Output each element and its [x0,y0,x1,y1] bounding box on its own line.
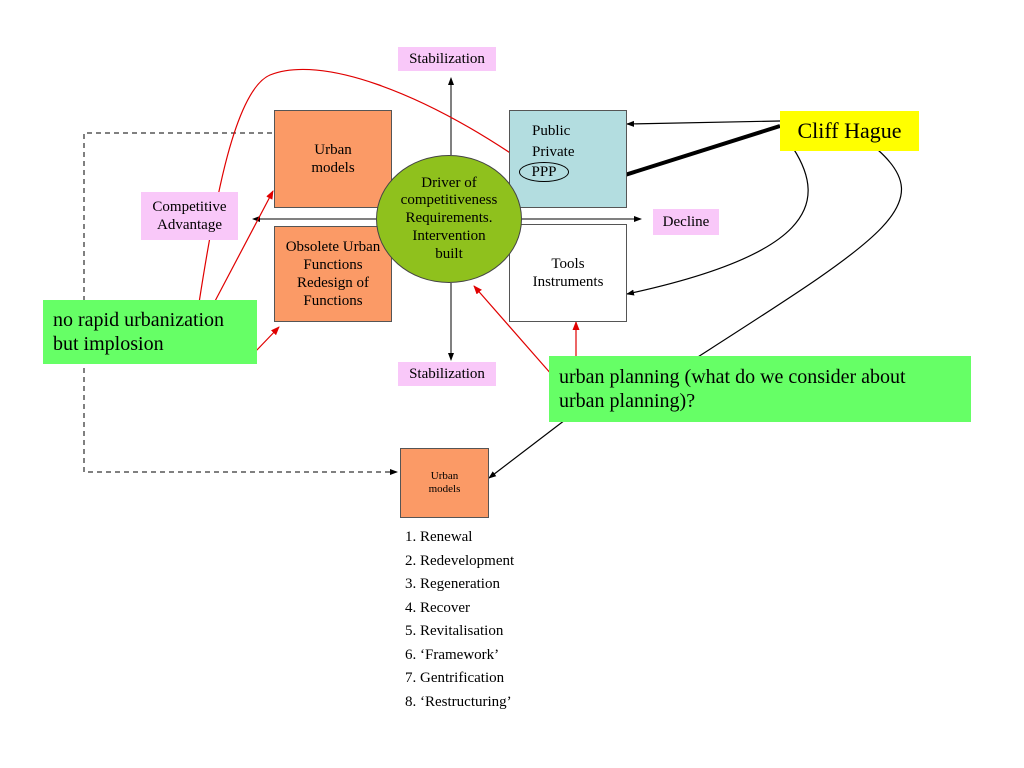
stabilization-top-label: Stabilization [398,47,496,71]
urban-planning-text: urban planning (what do we consider abou… [559,366,906,412]
ppp-ellipse: PPP [519,162,569,182]
list-item: 3. Regeneration [405,576,500,592]
urban-models-box: Urban models [274,110,392,208]
planning-to-bottom-box-arrow [488,419,566,479]
urban-models-small-text: Urban models [428,469,461,495]
decline-text: Decline [662,214,710,230]
list-item: 8. ‘Restructuring’ [405,693,512,710]
obsolete-functions-text: Obsolete Urban Functions Redesign of Fun… [285,239,381,309]
cliff-hague-callout: Cliff Hague [780,111,919,151]
urban-models-small-box: Urban models [400,448,489,518]
list-item: 4. Recover [405,599,470,616]
tools-instruments-text: Tools Instruments [532,256,604,290]
red-arrow-to-obsolete [254,326,280,353]
dashed-connector [83,132,398,475]
implosion-text: no rapid urbanization but implosion [53,309,225,355]
obsolete-functions-box: Obsolete Urban Functions Redesign of Fun… [274,226,392,322]
red-arrow-to-center [473,285,553,376]
private-text: Private [532,144,575,160]
cliff-to-planning-curve [689,149,903,363]
ppp-text: PPP [531,164,557,180]
stabilization-bottom-text: Stabilization [409,366,485,382]
decline-label: Decline [653,209,719,235]
models-list: 1. Renewal 2. Redevelopment 3. Regenerat… [405,526,514,714]
public-text: Public [532,123,571,139]
cliff-to-tools-arrow [626,147,809,296]
driver-circle: Driver of competitiveness Requirements. … [376,155,522,283]
urban-models-text: Urban models [311,142,355,176]
stabilization-top-text: Stabilization [409,51,485,67]
list-item: 1. Renewal [405,529,473,545]
red-arrow-to-urban-models [213,190,274,304]
competitive-advantage-text: Competitive Advantage [152,199,227,233]
tools-instruments-box: Tools Instruments [509,224,627,322]
list-item: 2. Redevelopment [405,552,515,569]
cliff-to-public-arrow [626,120,781,127]
urban-planning-callout: urban planning (what do we consider abou… [549,356,971,422]
list-item: 7. Gentrification [405,670,505,686]
implosion-callout: no rapid urbanization but implosion [43,300,257,364]
driver-text: Driver of competitiveness Requirements. … [400,174,498,262]
cliff-hague-text: Cliff Hague [797,117,902,143]
competitive-advantage-label: Competitive Advantage [141,192,238,240]
list-item: 5. Revitalisation [405,623,504,639]
list-item: 6. ‘Framework’ [405,646,500,663]
stabilization-bottom-label: Stabilization [398,362,496,386]
public-private-box: Public Private PPP [509,110,627,208]
